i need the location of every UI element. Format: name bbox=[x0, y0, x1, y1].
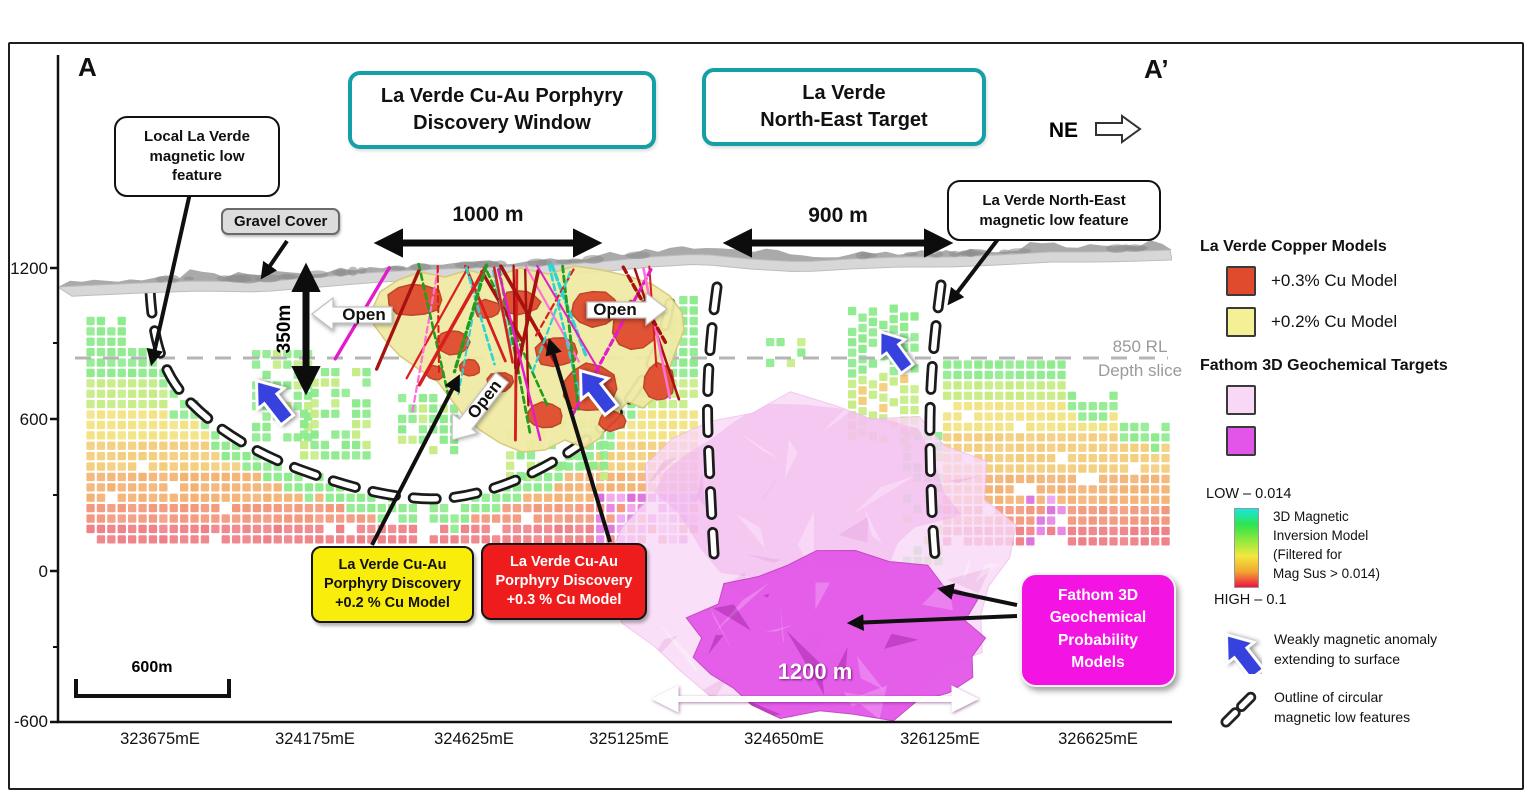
callout-connectors bbox=[146, 192, 1018, 631]
weak-anomaly-arrow-icon bbox=[241, 368, 303, 433]
open-arrow-left: Open bbox=[311, 297, 393, 331]
gravel-cover-callout: Gravel Cover bbox=[221, 208, 341, 235]
geochem-width-label: 1200 m bbox=[778, 659, 853, 684]
cu02-label: +0.2% Cu Model bbox=[1271, 312, 1398, 331]
x-tick-6: 326125mE bbox=[900, 730, 980, 748]
legend-row-cu02: +0.2% Cu Model bbox=[1226, 307, 1526, 337]
x-tick-1: 323675mE bbox=[120, 730, 200, 748]
magnetic-colorbar-icon bbox=[1234, 508, 1259, 588]
x-tick-4: 325125mE bbox=[589, 730, 669, 748]
scale-bar bbox=[74, 679, 231, 698]
northeast-target-title: La Verde North-East Target bbox=[702, 68, 986, 146]
measurement-annotations: 1000 m 900 m 350m 1200 m 600m bbox=[74, 203, 979, 713]
outline-note: Outline of circular magnetic low feature… bbox=[1274, 689, 1411, 725]
legend-row-cu03: +0.3% Cu Model bbox=[1226, 266, 1526, 296]
section-start-label: A bbox=[78, 52, 97, 82]
svg-text:Open: Open bbox=[342, 305, 385, 324]
x-tick-3: 324625mE bbox=[434, 730, 514, 748]
y-tick-0: 0 bbox=[39, 562, 48, 581]
y-tick-neg600: -600 bbox=[14, 712, 48, 731]
legend-row-geochem-light bbox=[1226, 385, 1526, 415]
cu02-swatch-icon bbox=[1226, 307, 1256, 337]
discovery-02-callout: La Verde Cu-Au Porphyry Discovery +0.2 %… bbox=[311, 546, 474, 624]
open-arrow-right: Open bbox=[586, 292, 668, 326]
legend-copper-title: La Verde Copper Models bbox=[1200, 238, 1387, 255]
y-tick-600: 600 bbox=[20, 410, 48, 429]
discovery-window-title: La Verde Cu-Au Porphyry Discovery Window bbox=[348, 71, 656, 149]
fathom-models-callout: Fathom 3D Geochemical Probability Models bbox=[1020, 573, 1176, 687]
legend-row-anomaly: Weakly magnetic anomaly extending to sur… bbox=[1218, 626, 1526, 674]
legend-row-outline: Outline of circular magnetic low feature… bbox=[1218, 686, 1526, 730]
svg-text:850 RL: 850 RL bbox=[1113, 337, 1168, 356]
section-axes: 1200 600 0 -600 323675mE 324175mE 324625… bbox=[10, 55, 1172, 748]
weak-anomaly-arrow-icon bbox=[1224, 632, 1262, 674]
northeast-width-label: 900 m bbox=[808, 204, 868, 227]
discovery-width-label: 1000 m bbox=[452, 203, 523, 226]
discovery-03-callout: La Verde Cu-Au Porphyry Discovery +0.3 %… bbox=[481, 543, 647, 621]
magnetic-low-outline-northeast bbox=[702, 279, 947, 562]
vertical-extent-label: 350m bbox=[274, 305, 295, 354]
northeast-magnetic-low-callout: La Verde North-East magnetic low feature bbox=[947, 180, 1161, 241]
inversion-model-note: 3D Magnetic Inversion Model (Filtered fo… bbox=[1273, 509, 1380, 581]
legend-row-geochem-dark bbox=[1226, 426, 1526, 456]
scale-bar-label: 600m bbox=[132, 659, 173, 676]
legend-colorbar-row: 3D Magnetic Inversion Model (Filtered fo… bbox=[1234, 508, 1526, 588]
cu03-label: +0.3% Cu Model bbox=[1271, 271, 1398, 290]
depth-slice-label: 850 RL Depth slice bbox=[1096, 335, 1184, 382]
y-tick-1200: 1200 bbox=[10, 259, 48, 278]
anomaly-note: Weakly magnetic anomaly extending to sur… bbox=[1274, 631, 1438, 667]
dashed-outline-icon bbox=[1220, 688, 1260, 728]
local-magnetic-low-callout: Local La Verde magnetic low feature bbox=[114, 116, 280, 197]
direction-label: NE bbox=[1049, 119, 1078, 142]
x-tick-7: 326625mE bbox=[1058, 730, 1138, 748]
ne-arrow-icon bbox=[1095, 114, 1142, 144]
x-tick-2: 324175mE bbox=[275, 730, 355, 748]
x-tick-5: 324650mE bbox=[744, 730, 824, 748]
section-end-label: A’ bbox=[1144, 54, 1169, 84]
geochem-dark-swatch-icon bbox=[1226, 426, 1256, 456]
geochem-light-swatch-icon bbox=[1226, 385, 1256, 415]
figure-frame bbox=[8, 42, 1524, 790]
colorbar-low-label: LOW – 0.014 bbox=[1206, 486, 1292, 502]
svg-text:Open: Open bbox=[593, 300, 636, 319]
svg-text:Depth slice: Depth slice bbox=[1098, 361, 1182, 380]
colorbar-high-label: HIGH – 0.1 bbox=[1214, 592, 1287, 608]
legend-panel: La Verde Copper Models +0.3% Cu Model +0… bbox=[1200, 238, 1526, 730]
legend-geochem-title: Fathom 3D Geochemical Targets bbox=[1200, 357, 1448, 374]
cu03-swatch-icon bbox=[1226, 266, 1256, 296]
